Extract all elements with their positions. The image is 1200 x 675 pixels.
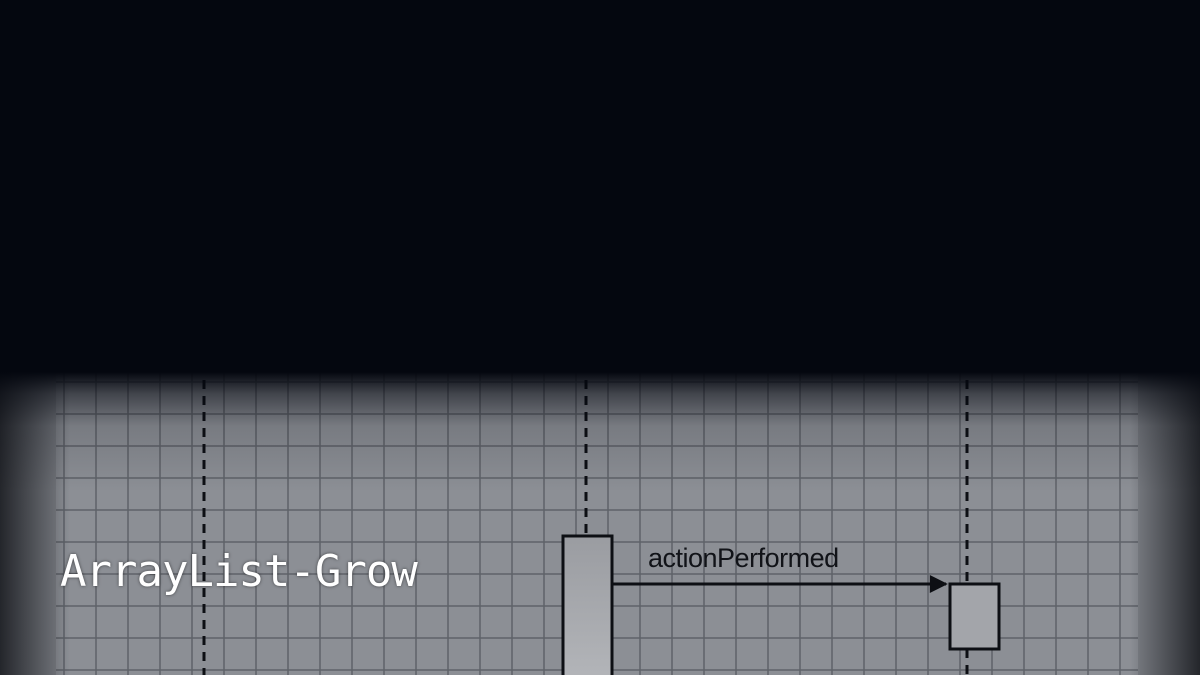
slide-title: ArrayList-Grow xyxy=(60,546,418,597)
message-label: actionPerformed xyxy=(648,543,839,573)
activation-box-receiver xyxy=(948,582,1001,651)
activation-box-caller xyxy=(561,534,614,675)
paper-top-fade xyxy=(0,372,1200,492)
